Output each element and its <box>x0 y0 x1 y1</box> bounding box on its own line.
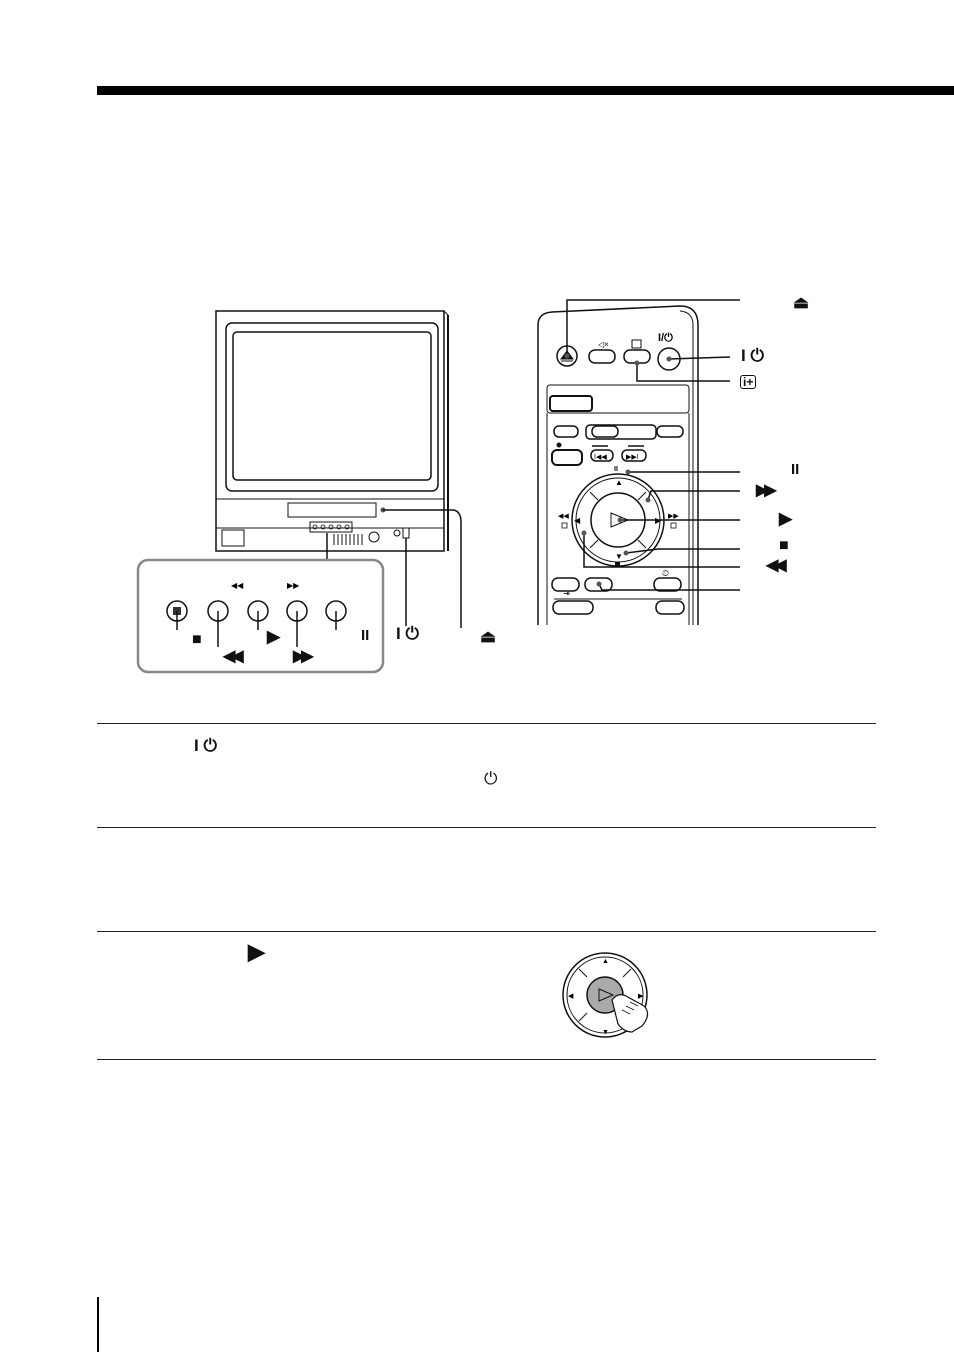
svg-text:▶▶: ▶▶ <box>287 581 300 590</box>
finger-icon <box>611 994 649 1033</box>
remote-mute-button <box>588 349 616 364</box>
remote-rew-label: ◀◀ <box>766 557 787 574</box>
svg-text:◀◀: ◀◀ <box>231 581 244 590</box>
svg-text:▶: ▶ <box>638 993 644 1000</box>
step1-power-icon: I ⏻ <box>194 736 217 755</box>
header-bar <box>97 86 954 95</box>
step-divider <box>97 827 876 828</box>
svg-text:⇥: ⇥ <box>563 589 570 598</box>
remote-power-label: I ⏻ <box>741 346 764 365</box>
remote-play-label: ▶ <box>779 509 793 528</box>
svg-text:⏲: ⏲ <box>662 568 669 578</box>
remote-info-label: i+ <box>740 375 757 389</box>
svg-text:▲: ▲ <box>602 958 609 965</box>
svg-text:▲: ▲ <box>615 478 623 487</box>
tape-slot <box>287 502 377 518</box>
tv-bezel <box>225 322 439 492</box>
tv-power-label: I ⏻ <box>396 624 419 643</box>
svg-text:II: II <box>614 466 618 473</box>
svg-text:◀◀: ◀◀ <box>558 513 569 520</box>
tv-stop-label: ■ <box>192 631 202 648</box>
svg-text:▼: ▼ <box>602 1029 609 1036</box>
step-divider <box>97 1059 876 1060</box>
tv-play-label: ▶ <box>267 627 281 646</box>
tv-rew-label: ◀◀ <box>223 648 244 665</box>
svg-text:▶▶: ▶▶ <box>668 513 679 520</box>
svg-text:◁×: ◁× <box>598 340 609 349</box>
tv-eject-label: ⏏ <box>480 627 497 646</box>
tv-illustration: ◀◀ ▶▶ <box>136 310 462 674</box>
tv-ff-label: ▶▶ <box>293 648 314 665</box>
play-press-illustration: ▲ ▼ ◀ ▶ <box>562 952 649 1038</box>
tv-pause-label: II <box>361 627 370 644</box>
remote-pause-label: II <box>791 461 800 478</box>
page-margin-rule <box>97 1297 99 1352</box>
remote-stop-label: ■ <box>779 537 789 554</box>
step1-standby-icon: ⏻ <box>484 769 498 788</box>
step-divider <box>97 723 876 724</box>
remote-ff-label: ▶▶ <box>756 482 777 499</box>
svg-text:◀: ◀ <box>568 993 574 1000</box>
step-divider <box>97 931 876 932</box>
svg-text:▶▶I: ▶▶I <box>626 454 639 461</box>
svg-text:◀: ◀ <box>574 516 581 525</box>
svg-text:▼: ▼ <box>615 552 623 561</box>
svg-text:I◀◀: I◀◀ <box>594 454 607 461</box>
remote-eject-label: ⏏ <box>793 293 810 312</box>
step3-play-icon: ▶ <box>248 939 265 964</box>
tv-screen <box>232 331 432 481</box>
svg-text:I/⏻: I/⏻ <box>658 331 673 344</box>
remote-illustration: ◁× I/⏻ I◀◀ ▶▶I ▲ ▼ ◀ ▶ II ◀◀ ▶▶ ⏲ ⇥ <box>537 299 740 625</box>
